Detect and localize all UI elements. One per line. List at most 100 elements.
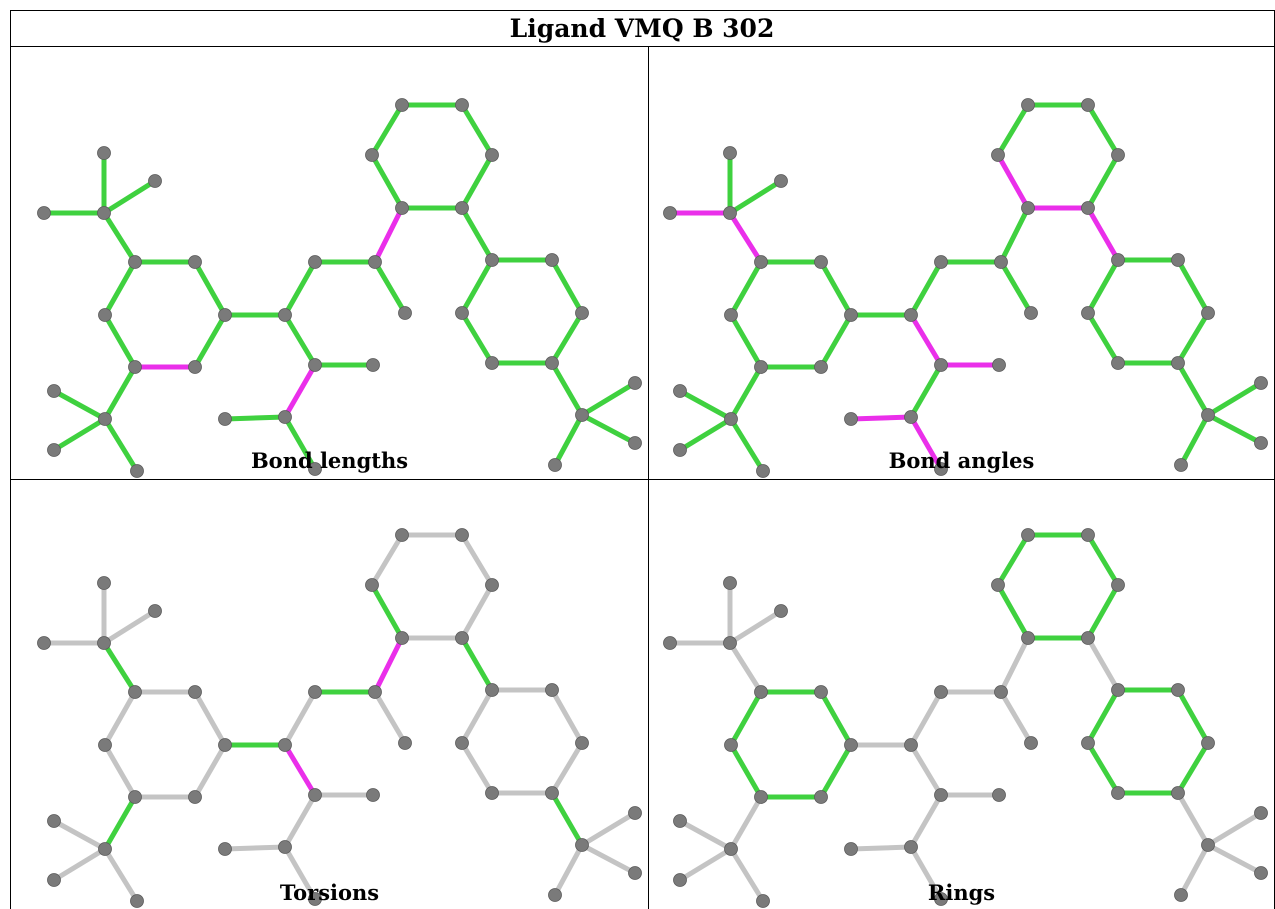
atom-31 xyxy=(1171,253,1185,267)
atom-14 xyxy=(278,738,292,752)
bond-37 xyxy=(549,790,585,848)
bond-32 xyxy=(1175,687,1211,746)
atom-23 xyxy=(395,201,409,215)
atom-28 xyxy=(1111,148,1125,162)
atom-20 xyxy=(844,842,858,856)
border-top xyxy=(10,10,1274,11)
bond-12 xyxy=(51,846,108,883)
atom-7 xyxy=(844,308,858,322)
bond-6 xyxy=(192,742,228,800)
atom-8 xyxy=(754,790,768,804)
atom-22 xyxy=(366,788,380,802)
atom-9 xyxy=(188,360,202,374)
atom-14 xyxy=(278,308,292,322)
bond-35 xyxy=(1085,310,1121,366)
atom-5 xyxy=(188,685,202,699)
atom-10 xyxy=(724,842,738,856)
figure-title: Ligand VMQ B 302 xyxy=(509,14,775,43)
bond-23 xyxy=(908,414,944,472)
bond-37 xyxy=(1175,790,1211,848)
atom-1 xyxy=(148,604,162,618)
bond-39 xyxy=(579,412,638,446)
bond-33 xyxy=(1175,740,1211,796)
bond-35 xyxy=(459,310,495,366)
atom-36 xyxy=(628,376,642,390)
atom-25 xyxy=(991,578,1005,592)
atom-31 xyxy=(1171,683,1185,697)
atom-19 xyxy=(308,788,322,802)
bond-9 xyxy=(102,259,138,318)
atom-6 xyxy=(98,738,112,752)
atom-13 xyxy=(130,894,144,908)
atom-29 xyxy=(485,683,499,697)
atom-2 xyxy=(37,206,51,220)
molecule-rings xyxy=(663,528,1268,908)
bond-26 xyxy=(1085,532,1121,588)
atom-37 xyxy=(628,866,642,880)
atom-20 xyxy=(844,412,858,426)
panel-bond-angles: Bond angles xyxy=(649,47,1274,479)
bond-33 xyxy=(1175,310,1211,366)
atom-38 xyxy=(1174,888,1188,902)
bond-21 xyxy=(908,362,944,420)
atom-0 xyxy=(723,576,737,590)
atom-13 xyxy=(130,464,144,478)
atom-35 xyxy=(575,838,589,852)
bond-10 xyxy=(102,794,138,852)
bond-15 xyxy=(282,259,318,318)
atom-9 xyxy=(814,360,828,374)
bond-21 xyxy=(282,792,318,850)
bond-25 xyxy=(1085,582,1121,641)
bond-13 xyxy=(728,846,766,904)
atom-8 xyxy=(754,360,768,374)
atom-37 xyxy=(1254,866,1268,880)
atom-11 xyxy=(47,384,61,398)
title-divider xyxy=(10,46,1274,47)
atom-27 xyxy=(1081,528,1095,542)
molecule-bond-lengths xyxy=(37,98,642,478)
panel-bond-lengths: Bond lengths xyxy=(11,47,648,479)
atom-24 xyxy=(455,631,469,645)
bond-29 xyxy=(369,582,405,641)
atom-16 xyxy=(994,685,1008,699)
bond-38 xyxy=(1205,380,1264,418)
caption-torsions: Torsions xyxy=(279,880,380,905)
atom-6 xyxy=(724,738,738,752)
atom-33 xyxy=(485,786,499,800)
atom-33 xyxy=(485,356,499,370)
bond-18 xyxy=(372,635,405,695)
bond-36 xyxy=(1085,257,1121,316)
atom-36 xyxy=(628,806,642,820)
bond-19 xyxy=(908,312,944,368)
atom-1 xyxy=(774,604,788,618)
atom-20 xyxy=(218,412,232,426)
atom-3 xyxy=(97,636,111,650)
bond-39 xyxy=(1205,412,1264,446)
bond-1 xyxy=(727,608,784,646)
bond-32 xyxy=(549,687,585,746)
atom-34 xyxy=(545,786,559,800)
bond-36 xyxy=(459,687,495,746)
bond-25 xyxy=(459,582,495,641)
atom-21 xyxy=(934,462,948,476)
atom-12 xyxy=(673,873,687,887)
atom-37 xyxy=(1254,436,1268,450)
atom-26 xyxy=(1021,528,1035,542)
atom-16 xyxy=(994,255,1008,269)
bond-33 xyxy=(549,740,585,796)
bond-5 xyxy=(192,259,228,318)
bond-28 xyxy=(369,102,405,158)
bond-25 xyxy=(459,152,495,211)
caption-bond-lengths: Bond lengths xyxy=(250,448,409,473)
bond-30 xyxy=(459,635,495,693)
atom-21 xyxy=(934,892,948,906)
bond-36 xyxy=(1085,687,1121,746)
bond-29 xyxy=(369,152,405,211)
atom-36 xyxy=(1254,376,1268,390)
atom-22 xyxy=(992,788,1006,802)
bond-3 xyxy=(727,640,764,695)
bond-3 xyxy=(727,210,764,265)
bond-23 xyxy=(282,414,318,472)
bond-6 xyxy=(818,312,854,370)
atom-3 xyxy=(723,206,737,220)
